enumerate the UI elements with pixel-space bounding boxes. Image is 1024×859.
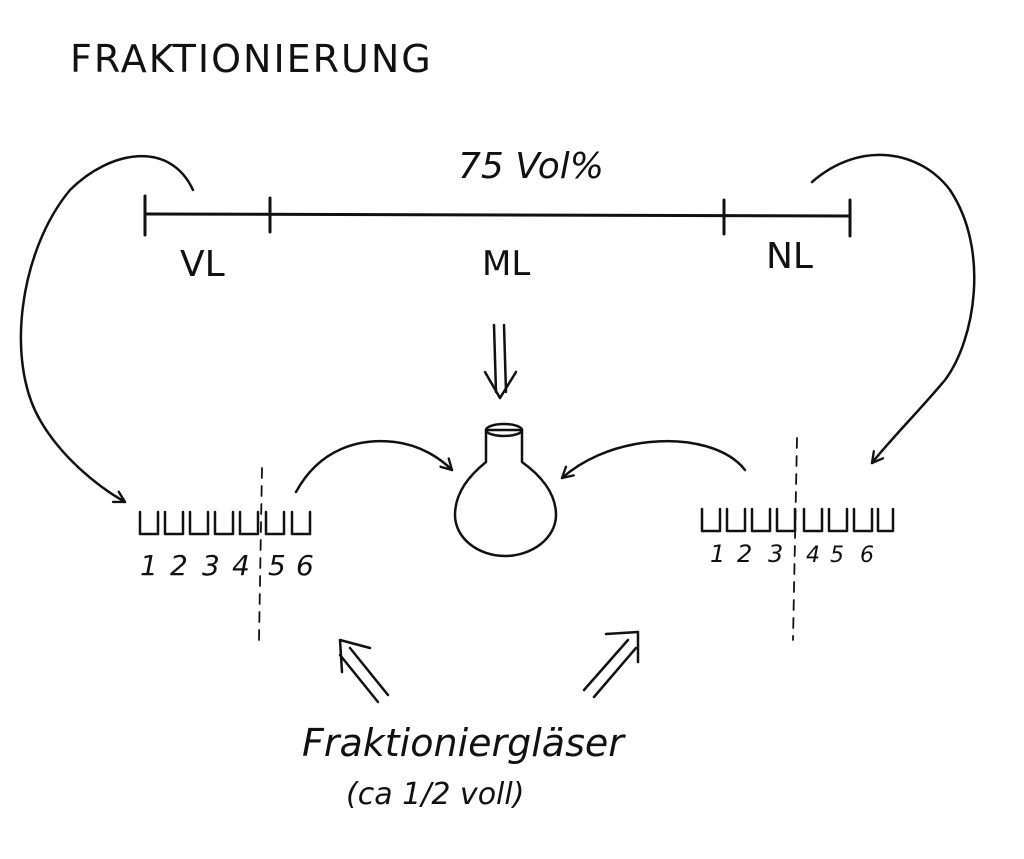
left-glass-numbers: 1 2 3 4 5 6 xyxy=(140,549,314,582)
flask-icon xyxy=(453,428,558,558)
caption-line-1: Fraktioniergläser xyxy=(302,721,626,765)
ml-to-flask-double-arrow xyxy=(483,323,518,400)
glass-icon xyxy=(750,507,772,533)
caption-to-left-glasses-double-arrow xyxy=(338,638,390,704)
segment-label-vl: VL xyxy=(180,244,225,285)
glass-icon xyxy=(876,507,895,533)
segment-label-nl: NL xyxy=(766,236,813,277)
left-cut-divider xyxy=(258,467,263,641)
glass-number: 6 xyxy=(860,543,874,568)
right-glasses-row xyxy=(700,507,895,533)
glass-icon xyxy=(725,507,747,533)
glass-number: 2 xyxy=(737,540,752,568)
volume-label: 75 Vol% xyxy=(458,146,604,187)
glass-icon xyxy=(775,507,797,533)
glass-number: 4 xyxy=(232,549,250,582)
flask-mouth xyxy=(484,422,524,438)
vl-to-left-glasses-arrow xyxy=(19,155,195,504)
caption-to-right-glasses-double-arrow xyxy=(582,630,640,699)
glass-number: 5 xyxy=(830,543,844,568)
glass-number: 5 xyxy=(268,549,286,582)
glass-number: 6 xyxy=(296,549,314,582)
caption-line-2: (ca 1/2 voll) xyxy=(346,777,524,812)
glass-icon xyxy=(802,507,824,533)
segment-label-ml: ML xyxy=(482,244,530,284)
right-glass-numbers: 1 2 3 4 5 6 xyxy=(710,540,874,568)
left-glasses-to-flask-arrow xyxy=(294,440,454,494)
glass-icon xyxy=(827,507,849,533)
glass-icon xyxy=(264,510,286,536)
glass-number: 3 xyxy=(768,540,783,568)
glass-icon xyxy=(700,507,722,533)
nl-to-right-glasses-arrow xyxy=(810,153,976,465)
right-cut-divider xyxy=(792,437,798,641)
glass-icon xyxy=(138,510,160,536)
diagram-title: FRAKTIONIERUNG xyxy=(70,37,433,81)
glass-number: 4 xyxy=(806,543,820,568)
glass-icon xyxy=(852,507,874,533)
left-glasses-row xyxy=(138,510,312,536)
distillation-scale xyxy=(143,194,852,238)
glass-number: 3 xyxy=(202,549,220,582)
glass-icon xyxy=(188,510,210,536)
glass-number: 1 xyxy=(710,540,725,568)
right-glasses-to-flask-arrow xyxy=(560,439,747,480)
glass-number: 1 xyxy=(140,549,158,582)
glass-number: 2 xyxy=(170,549,188,582)
glass-icon xyxy=(213,510,235,536)
glass-icon xyxy=(290,510,312,536)
glass-icon xyxy=(163,510,185,536)
glass-icon xyxy=(238,510,260,536)
